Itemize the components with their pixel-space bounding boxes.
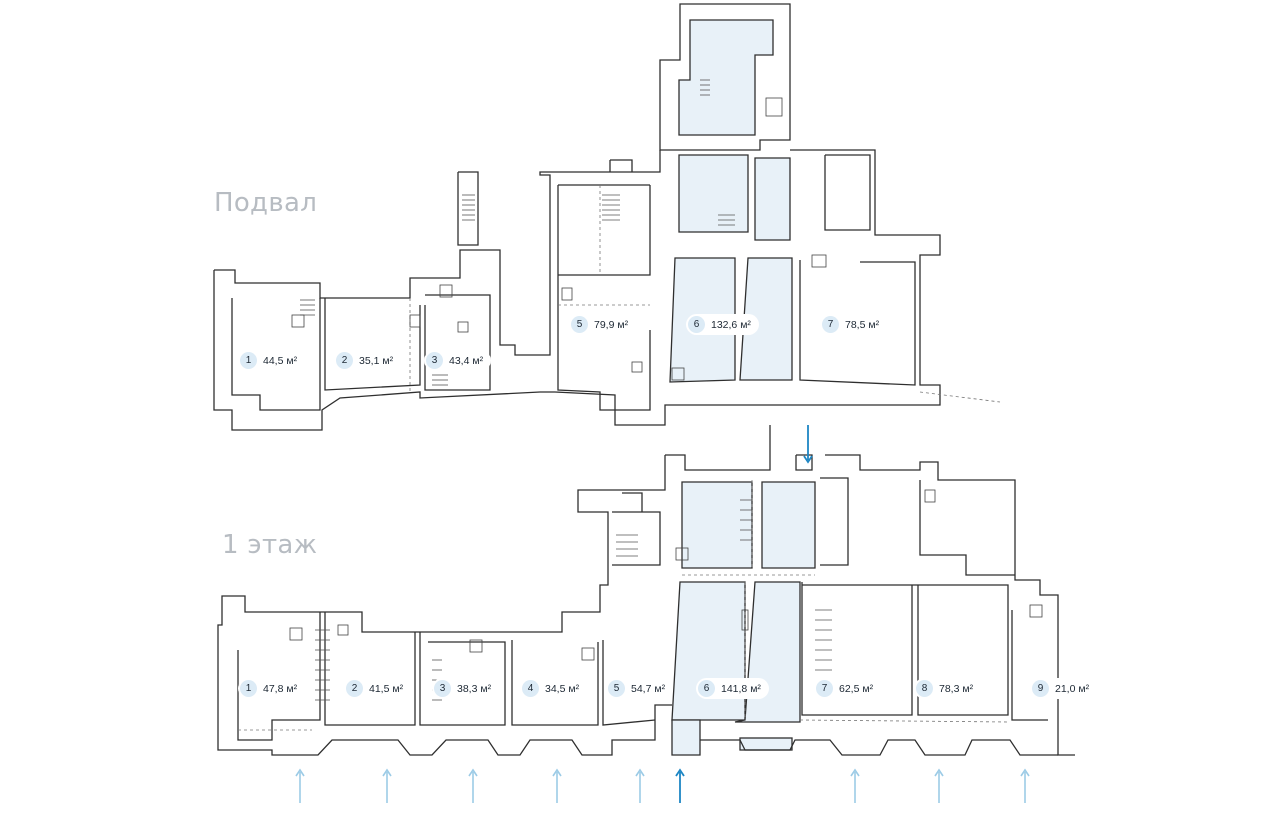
unit-area: 44,5 м² <box>263 354 298 367</box>
unit-number-badge: 7 <box>822 316 839 333</box>
basement-unit-label[interactable]: 6 132,6 м² <box>686 314 759 335</box>
unit-area: 132,6 м² <box>711 318 751 331</box>
ground-floor-title: 1 этаж <box>222 530 318 560</box>
unit-number-badge: 3 <box>426 352 443 369</box>
entry-arrow <box>295 768 305 803</box>
unit-number-badge: 1 <box>240 680 257 697</box>
entry-arrow <box>635 768 645 803</box>
ground-unit-label[interactable]: 6 141,8 м² <box>696 678 769 699</box>
basement-unit-label[interactable]: 7 78,5 м² <box>820 314 888 335</box>
basement-unit-label[interactable]: 2 35,1 м² <box>334 350 402 371</box>
basement-unit-label[interactable]: 5 79,9 м² <box>569 314 637 335</box>
unit-number-badge: 8 <box>916 680 933 697</box>
basement-unit-label[interactable]: 1 44,5 м² <box>238 350 306 371</box>
unit-number-badge: 6 <box>688 316 705 333</box>
entry-arrow <box>1020 768 1030 803</box>
unit-number-badge: 3 <box>434 680 451 697</box>
unit-area: 21,0 м² <box>1055 682 1090 695</box>
basement-unit6-room-a <box>678 154 749 233</box>
ground-unit-label[interactable]: 9 21,0 м² <box>1030 678 1098 699</box>
unit-number-badge: 5 <box>571 316 588 333</box>
unit-number-badge: 9 <box>1032 680 1049 697</box>
ground-unit6-room-a <box>681 481 753 569</box>
unit-area: 43,4 м² <box>449 354 484 367</box>
entry-arrow <box>850 768 860 803</box>
entry-arrow <box>382 768 392 803</box>
basement-tower-room <box>678 19 774 136</box>
unit-area: 78,3 м² <box>939 682 974 695</box>
unit-number-badge: 1 <box>240 352 257 369</box>
ground-unit-label[interactable]: 2 41,5 м² <box>344 678 412 699</box>
unit-area: 79,9 м² <box>594 318 629 331</box>
basement-unit-label[interactable]: 3 43,4 м² <box>424 350 492 371</box>
ground-plan <box>217 425 1075 756</box>
unit-number-badge: 4 <box>522 680 539 697</box>
unit-number-badge: 2 <box>336 352 353 369</box>
basement-plan <box>213 3 1001 431</box>
basement-floor-title: Подвал <box>214 188 318 218</box>
entry-arrow <box>468 768 478 803</box>
unit-number-badge: 6 <box>698 680 715 697</box>
unit-area: 62,5 м² <box>839 682 874 695</box>
basement-unit6-room-d <box>739 257 793 381</box>
ground-unit-label[interactable]: 3 38,3 м² <box>432 678 500 699</box>
entry-arrows <box>295 425 1030 803</box>
basement-stairs <box>300 79 735 386</box>
unit-area: 141,8 м² <box>721 682 761 695</box>
ground-unit6-entry <box>671 719 701 756</box>
entry-arrow <box>934 768 944 803</box>
ground-unit-label[interactable]: 5 54,7 м² <box>606 678 674 699</box>
unit-area: 38,3 м² <box>457 682 492 695</box>
courtyard-entry-arrow <box>803 425 813 464</box>
ground-unit6-room-b <box>761 481 816 569</box>
ground-unit-label[interactable]: 7 62,5 м² <box>814 678 882 699</box>
unit-area: 78,5 м² <box>845 318 880 331</box>
ground-unit-label[interactable]: 4 34,5 м² <box>520 678 588 699</box>
unit-number-badge: 7 <box>816 680 833 697</box>
ground-unit-label[interactable]: 1 47,8 м² <box>238 678 306 699</box>
entry-arrow <box>552 768 562 803</box>
ground-unit-label[interactable]: 8 78,3 м² <box>914 678 982 699</box>
basement-unit6-room-b <box>754 157 791 241</box>
unit-number-badge: 2 <box>346 680 363 697</box>
unit-area: 35,1 м² <box>359 354 394 367</box>
ground-unit6-room-c <box>671 581 746 721</box>
unit-area: 34,5 м² <box>545 682 580 695</box>
main-entry-arrow <box>675 768 685 803</box>
unit-area: 54,7 м² <box>631 682 666 695</box>
ground-unit6-bay <box>739 737 793 751</box>
unit-area: 41,5 м² <box>369 682 404 695</box>
unit-area: 47,8 м² <box>263 682 298 695</box>
unit-number-badge: 5 <box>608 680 625 697</box>
